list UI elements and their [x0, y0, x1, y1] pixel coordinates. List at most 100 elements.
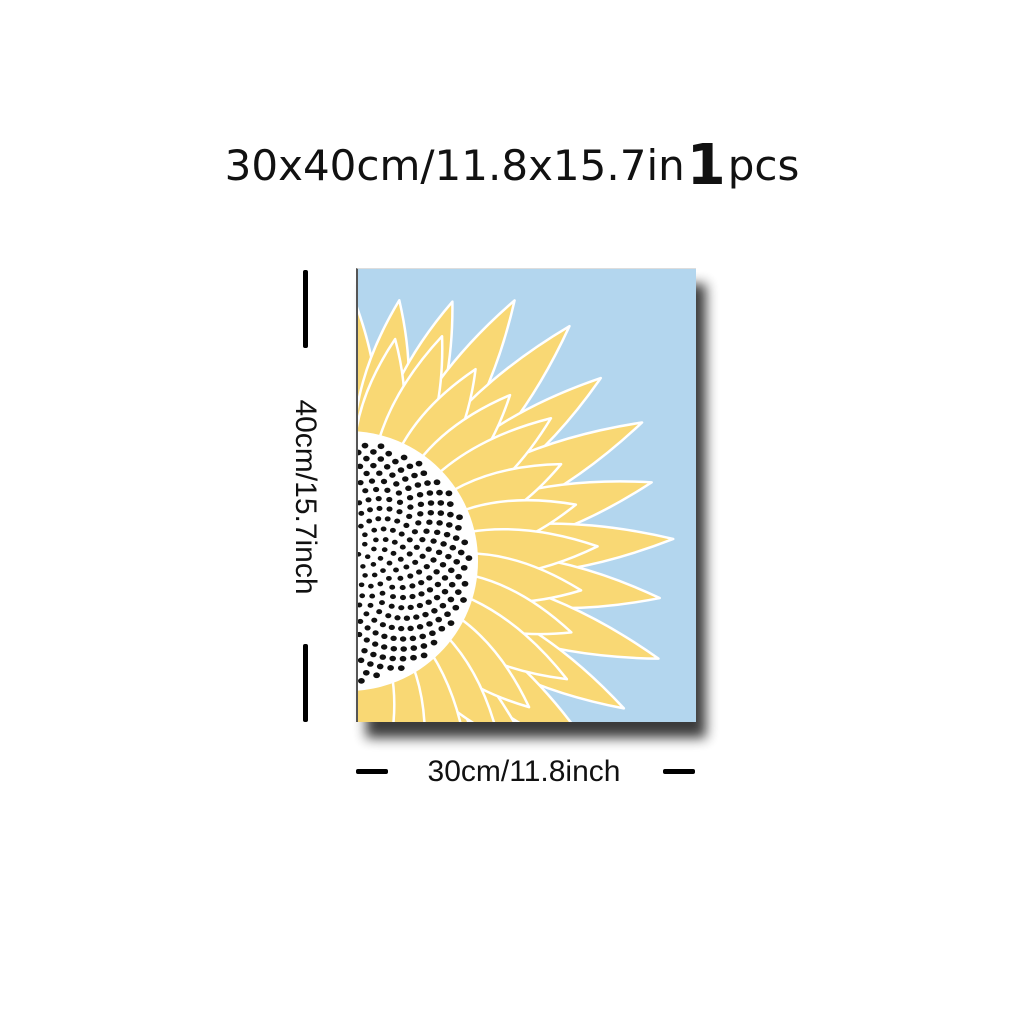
sunflower-seed: [433, 594, 441, 601]
sunflower-seed: [379, 654, 387, 660]
sunflower-seed: [370, 651, 377, 658]
sunflower-seed: [379, 600, 385, 606]
sunflower-seed: [399, 655, 407, 662]
sunflower-seed: [372, 641, 379, 647]
sunflower-seed: [396, 499, 404, 505]
sunflower-seed: [452, 604, 460, 611]
sunflower-seed: [363, 470, 370, 477]
sunflower-seed: [447, 596, 455, 603]
sunflower-seed: [370, 462, 377, 469]
height-dimension-label: 40cm/15.7inch: [289, 399, 322, 595]
sunflower-seed: [397, 467, 405, 473]
sunflower-seed: [453, 558, 461, 565]
sunflower-seed: [363, 455, 370, 462]
sunflower-seed: [358, 523, 364, 529]
sunflower-seed: [447, 511, 454, 518]
sunflower-seed: [418, 591, 425, 597]
sunflower-seed: [358, 618, 364, 624]
sunflower-seed: [411, 472, 418, 479]
sunflower-seed: [393, 567, 399, 573]
sunflower-seed: [399, 594, 407, 601]
sunflower-seed: [407, 604, 414, 611]
sunflower-seed: [403, 522, 410, 528]
sunflower-seed: [373, 486, 380, 493]
sunflower-seed: [373, 672, 380, 679]
sunflower-seed: [418, 579, 425, 586]
sunflower-seed: [434, 581, 442, 588]
sunflower-seed: [425, 546, 432, 552]
sunflower-seed: [358, 657, 365, 664]
quantity-number: 1: [686, 133, 726, 198]
sunflower-seed: [406, 537, 413, 543]
sunflower-seed: [426, 587, 434, 593]
width-dimension-line-right: [663, 769, 695, 774]
sunflower-seed: [465, 555, 473, 561]
sunflower-seed: [436, 520, 443, 526]
sunflower-seed: [416, 602, 424, 609]
sunflower-seed: [377, 555, 384, 561]
sunflower-seed: [407, 573, 414, 579]
sunflower-seed: [358, 582, 365, 588]
sunflower-seed: [383, 464, 391, 470]
sunflower-seed: [433, 569, 440, 575]
sunflower-seed: [441, 575, 449, 581]
sunflower-seed: [415, 520, 422, 526]
sunflower-seed: [405, 485, 412, 492]
width-dimension-label: 30cm/11.8inch: [427, 755, 621, 788]
sunflower-seed: [398, 605, 405, 611]
sunflower-seed: [367, 602, 374, 608]
sunflower-seed: [388, 603, 395, 609]
sunflower-seed: [394, 518, 401, 524]
sunflower-seed: [420, 643, 428, 649]
sunflower-seed: [410, 654, 417, 661]
product-size-title: 30x40cm/11.8x15.7in1pcs: [0, 138, 1024, 194]
sunflower-seed: [457, 549, 465, 556]
sunflower-seed: [362, 532, 368, 538]
sunflower-seed: [438, 625, 446, 632]
sunflower-seed: [375, 496, 382, 502]
sunflower-seed: [371, 617, 378, 623]
sunflower-seed: [366, 518, 373, 524]
sunflower-seed: [368, 478, 376, 484]
sunflower-seed: [403, 564, 410, 570]
sunflower-seed: [423, 563, 430, 570]
sunflower-seed: [437, 500, 445, 506]
size-text: 30x40cm/11.8x15.7in: [224, 141, 685, 190]
sunflower-seed: [439, 561, 447, 568]
sunflower-seed: [390, 645, 398, 652]
sunflower-seed: [390, 594, 396, 600]
sunflower-seed: [391, 539, 398, 545]
sunflower-seed: [413, 544, 420, 550]
sunflower-seed: [399, 636, 407, 642]
sunflower-seed: [385, 613, 392, 619]
sunflower-seed: [398, 531, 405, 537]
sunflower-seed: [376, 470, 383, 476]
sunflower-seed: [454, 589, 462, 595]
sunflower-seed: [403, 615, 411, 621]
sunflower-seed: [360, 564, 366, 569]
sunflower-seed: [409, 635, 417, 642]
sunflower-seed: [419, 536, 426, 543]
sunflower-seed: [430, 557, 437, 563]
sunflower-seed: [380, 478, 388, 485]
sunflower-seed: [368, 583, 374, 589]
sunflower-seed: [375, 516, 382, 522]
sunflower-seed: [358, 678, 365, 684]
sunflower-seed: [426, 519, 433, 525]
sunflower-seed: [377, 581, 384, 587]
sunflower-seed: [361, 647, 368, 654]
canvas-print: [356, 268, 706, 738]
sunflower-illustration: [358, 269, 696, 722]
sunflower-seed: [358, 449, 362, 456]
sunflower-seed: [377, 456, 385, 462]
sunflower-seed: [370, 562, 377, 567]
sunflower-seed: [426, 621, 433, 627]
sunflower-seed: [407, 504, 414, 510]
sunflower-seed: [417, 511, 424, 517]
sunflower-seed: [433, 529, 441, 536]
sunflower-seed: [362, 669, 370, 676]
sunflower-seed: [377, 443, 385, 450]
sunflower-seed: [387, 665, 394, 671]
sunflower-seed: [410, 645, 418, 651]
height-dimension-line-bottom: [303, 644, 308, 722]
